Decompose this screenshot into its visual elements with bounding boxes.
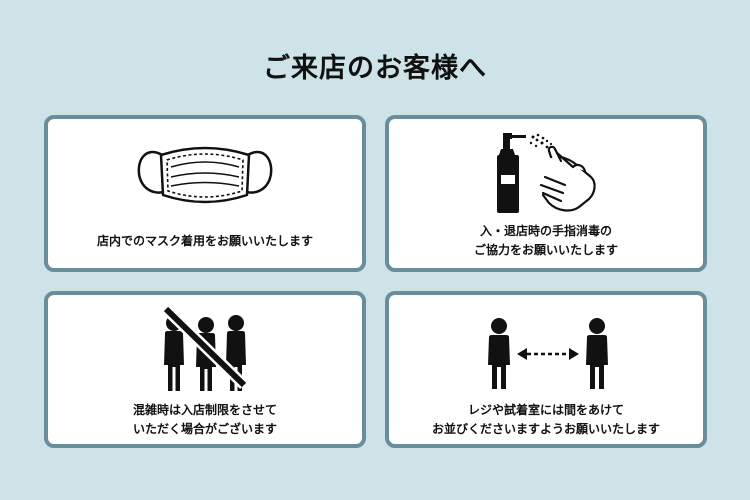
crowd-notice-card: 混雑時は入店制限をさせて いただく場合がございます	[44, 291, 366, 448]
distance-notice-card: レジや試着室には間をあけて お並びくださいますようお願いいたします	[385, 291, 707, 448]
face-mask-icon	[137, 146, 273, 204]
no-crowd-icon	[162, 305, 248, 391]
page-title: ご来店のお客様へ	[263, 53, 487, 84]
mask-notice-card: 店内でのマスク着用をお願いいたします	[44, 115, 366, 272]
sanitize-notice-text: 入・退店時の手指消毒の ご協力をお願いいたします	[473, 224, 618, 257]
social-distance-icon	[488, 318, 608, 389]
sanitize-notice-card: 入・退店時の手指消毒の ご協力をお願いいたします	[385, 115, 707, 272]
mask-notice-text: 店内でのマスク着用をお願いいたします	[96, 234, 313, 248]
hand-sanitizer-icon	[497, 133, 596, 213]
distance-notice-text: レジや試着室には間をあけて お並びくださいますようお願いいたします	[431, 403, 660, 436]
crowd-notice-text: 混雑時は入店制限をさせて いただく場合がございます	[132, 403, 277, 436]
